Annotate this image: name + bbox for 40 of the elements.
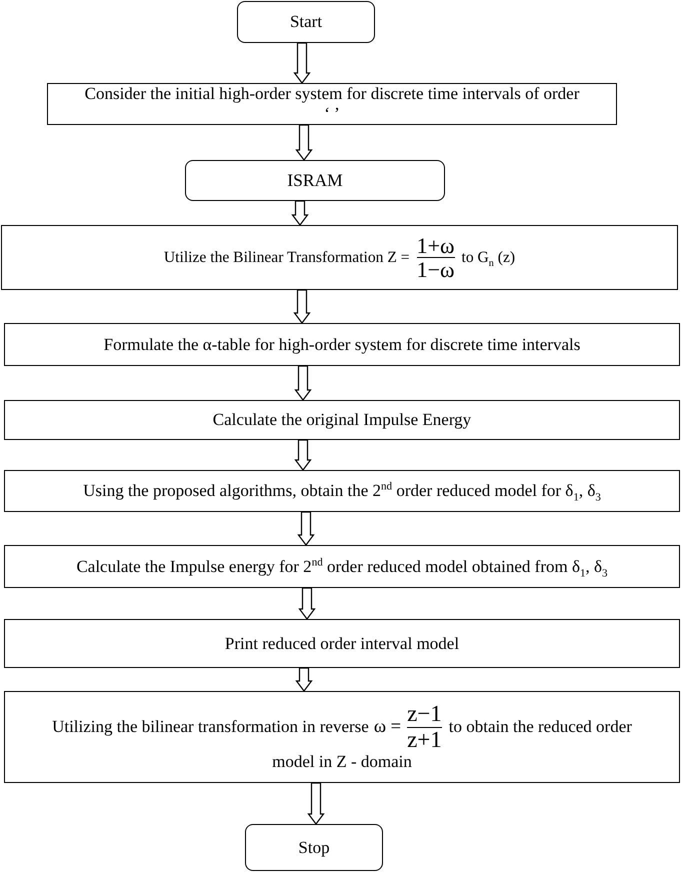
formula-symbol: ω = <box>374 716 402 738</box>
block-arrow <box>293 42 311 84</box>
process-box <box>4 470 680 512</box>
terminal-box <box>185 160 445 201</box>
block-arrow <box>297 511 315 546</box>
terminal-label: Start <box>290 12 322 32</box>
block-arrow <box>294 439 312 471</box>
terminal-label: ISRAM <box>287 170 343 191</box>
block-arrow <box>295 667 313 692</box>
block-arrow <box>294 365 312 401</box>
terminal-box <box>237 1 375 43</box>
process-box <box>4 323 680 366</box>
block-arrow <box>295 124 313 161</box>
block-arrow <box>307 782 325 825</box>
block-arrow <box>293 289 311 324</box>
step-text: Formulate the α-table for high-order system for discrete time intervals <box>104 334 580 354</box>
step-text: to G$_{n}$ (z) <box>462 248 516 266</box>
fraction-numerator: 1+ω <box>416 234 454 257</box>
process-box <box>4 400 680 440</box>
step-text: Calculate the original Impulse Energy <box>212 410 472 430</box>
process-box <box>4 545 680 588</box>
block-arrow <box>291 200 309 226</box>
step-text: Utilize the Bilinear Transformation Z = <box>164 248 410 266</box>
process-box <box>47 83 617 125</box>
block-arrow <box>298 587 316 620</box>
fraction-numerator: z−1 <box>407 702 442 727</box>
terminal-box <box>245 824 383 871</box>
step-text: Consider the initial high-order system for discrete time intervals of order ‘ ’ <box>84 84 580 124</box>
step-text: Print reduced order interval model <box>224 634 460 654</box>
step-text: to obtain the reduced order <box>448 717 632 737</box>
terminal-label: Stop <box>298 838 330 858</box>
process-box <box>4 691 680 783</box>
process-box <box>1 225 678 290</box>
step-text: Calculate the Impulse energy for 2$^{nd}$ order reduced model obtained from δ$_{1}$, δ$_{3}$ <box>76 556 608 576</box>
fraction-denominator: 1−ω <box>416 258 454 282</box>
step-text: model in Z - domain <box>272 752 412 772</box>
step-text: Using the proposed algorithms, obtain the 2$^{nd}$ order reduced model for δ$_{1}$, δ$_{3}$ <box>83 481 601 501</box>
fraction-denominator: z+1 <box>407 728 442 752</box>
process-box <box>4 619 680 668</box>
step-text: Utilizing the bilinear transformation in reverse <box>52 717 369 737</box>
